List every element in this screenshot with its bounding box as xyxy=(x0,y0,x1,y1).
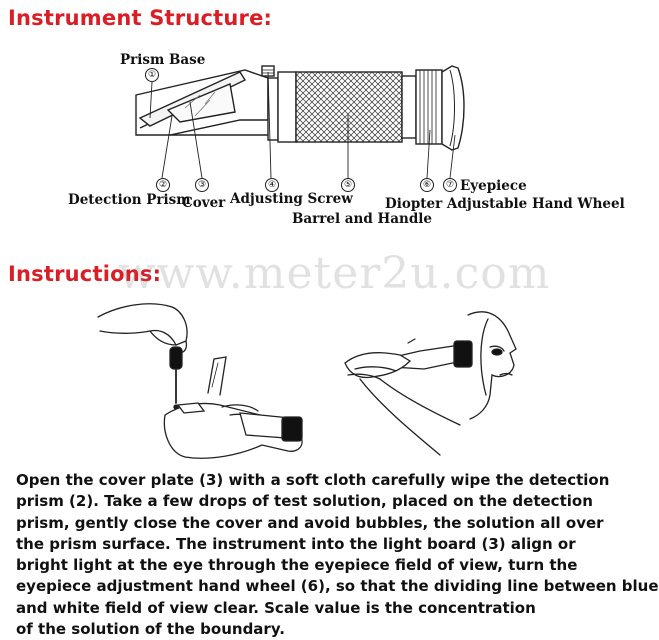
label-prism-base: Prism Base xyxy=(120,52,206,68)
part-number-4: ④ xyxy=(265,178,279,192)
instruction-line: bright light at the eye through the eyep… xyxy=(16,556,578,575)
instructions-body: Open the cover plate (3) with a soft clo… xyxy=(16,470,659,640)
instruction-line: and white field of view clear. Scale val… xyxy=(16,598,536,617)
part-number-2: ② xyxy=(156,178,170,192)
dropper xyxy=(169,346,183,370)
dropper-hand xyxy=(97,303,188,346)
part-number-5: ⑤ xyxy=(341,178,355,192)
label-detection-prism: Detection Prism xyxy=(68,192,191,208)
part-number-7: ⑦ xyxy=(443,178,457,192)
watermark: www.meter2u.com xyxy=(118,248,551,299)
label-barrel-and-handle: Barrel and Handle xyxy=(292,211,432,227)
person-face xyxy=(467,311,517,420)
structure-title: Instrument Structure: xyxy=(8,6,273,30)
instructions-title: Instructions: xyxy=(8,262,162,286)
instruction-line: eyepiece adjustment hand wheel (6), so t… xyxy=(16,577,659,596)
instruction-line: the prism surface. The instrument into t… xyxy=(16,534,576,553)
instruction-line: prism, gently close the cover and avoid … xyxy=(16,513,604,532)
instrument-eyepiece xyxy=(281,416,303,442)
part-number-1: ① xyxy=(145,68,159,82)
holding-hand xyxy=(163,402,303,459)
part-number-3: ③ xyxy=(195,178,209,192)
label-diopter-hand-wheel: Diopter Adjustable Hand Wheel xyxy=(385,196,625,212)
label-cover: Cover xyxy=(182,195,226,211)
instruction-line: of the solution of the boundary. xyxy=(16,620,285,639)
refractometer-diagram xyxy=(135,65,465,179)
part-number-6: ⑥ xyxy=(420,178,434,192)
label-adjusting-screw: Adjusting Screw xyxy=(230,191,353,207)
usage-illustration xyxy=(97,303,517,459)
instrument-eyepiece-right xyxy=(453,340,473,368)
instruction-line: prism (2). Take a few drops of test solu… xyxy=(16,492,593,511)
label-eyepiece: Eyepiece xyxy=(460,178,527,194)
instruction-line: Open the cover plate (3) with a soft clo… xyxy=(16,471,610,489)
